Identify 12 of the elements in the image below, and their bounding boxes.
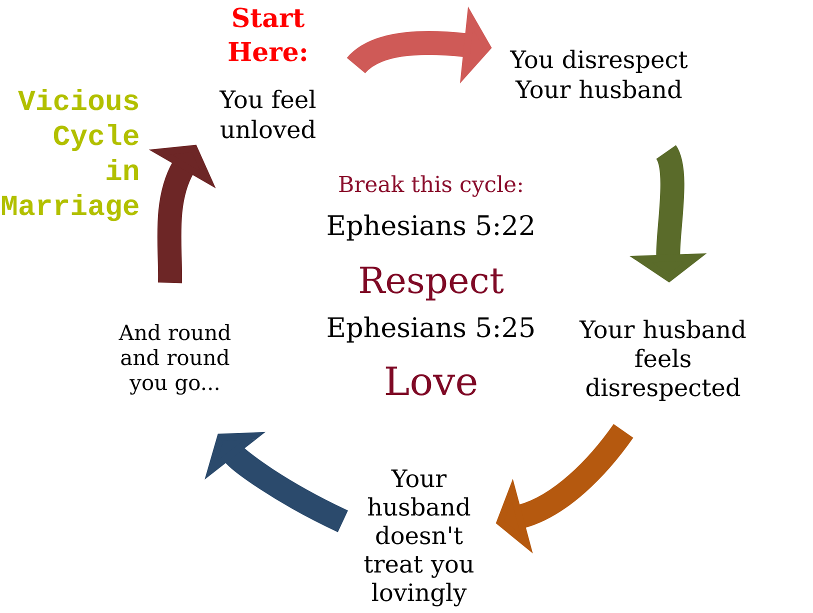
caption-text: Start Here:: [228, 8, 306, 62]
verse-reference: Ephesians 5:22: [328, 214, 534, 241]
note-text: Break this cycle:: [339, 175, 522, 197]
step-text: You feel unloved: [219, 90, 316, 138]
step-text: Your husband doesn't treat you lovingly: [364, 470, 474, 606]
keyword-text: Love: [386, 366, 476, 396]
keyword-text: Respect: [360, 266, 504, 300]
step-text: Your husband feels disrespected: [579, 320, 746, 401]
step-text: And round and round you go...: [118, 324, 231, 395]
step-text: You disrespect Your husband: [510, 50, 688, 98]
side-title: Vicious Cycle in Marriage: [2, 88, 138, 222]
verse-reference: Ephesians 5:25: [328, 316, 534, 343]
